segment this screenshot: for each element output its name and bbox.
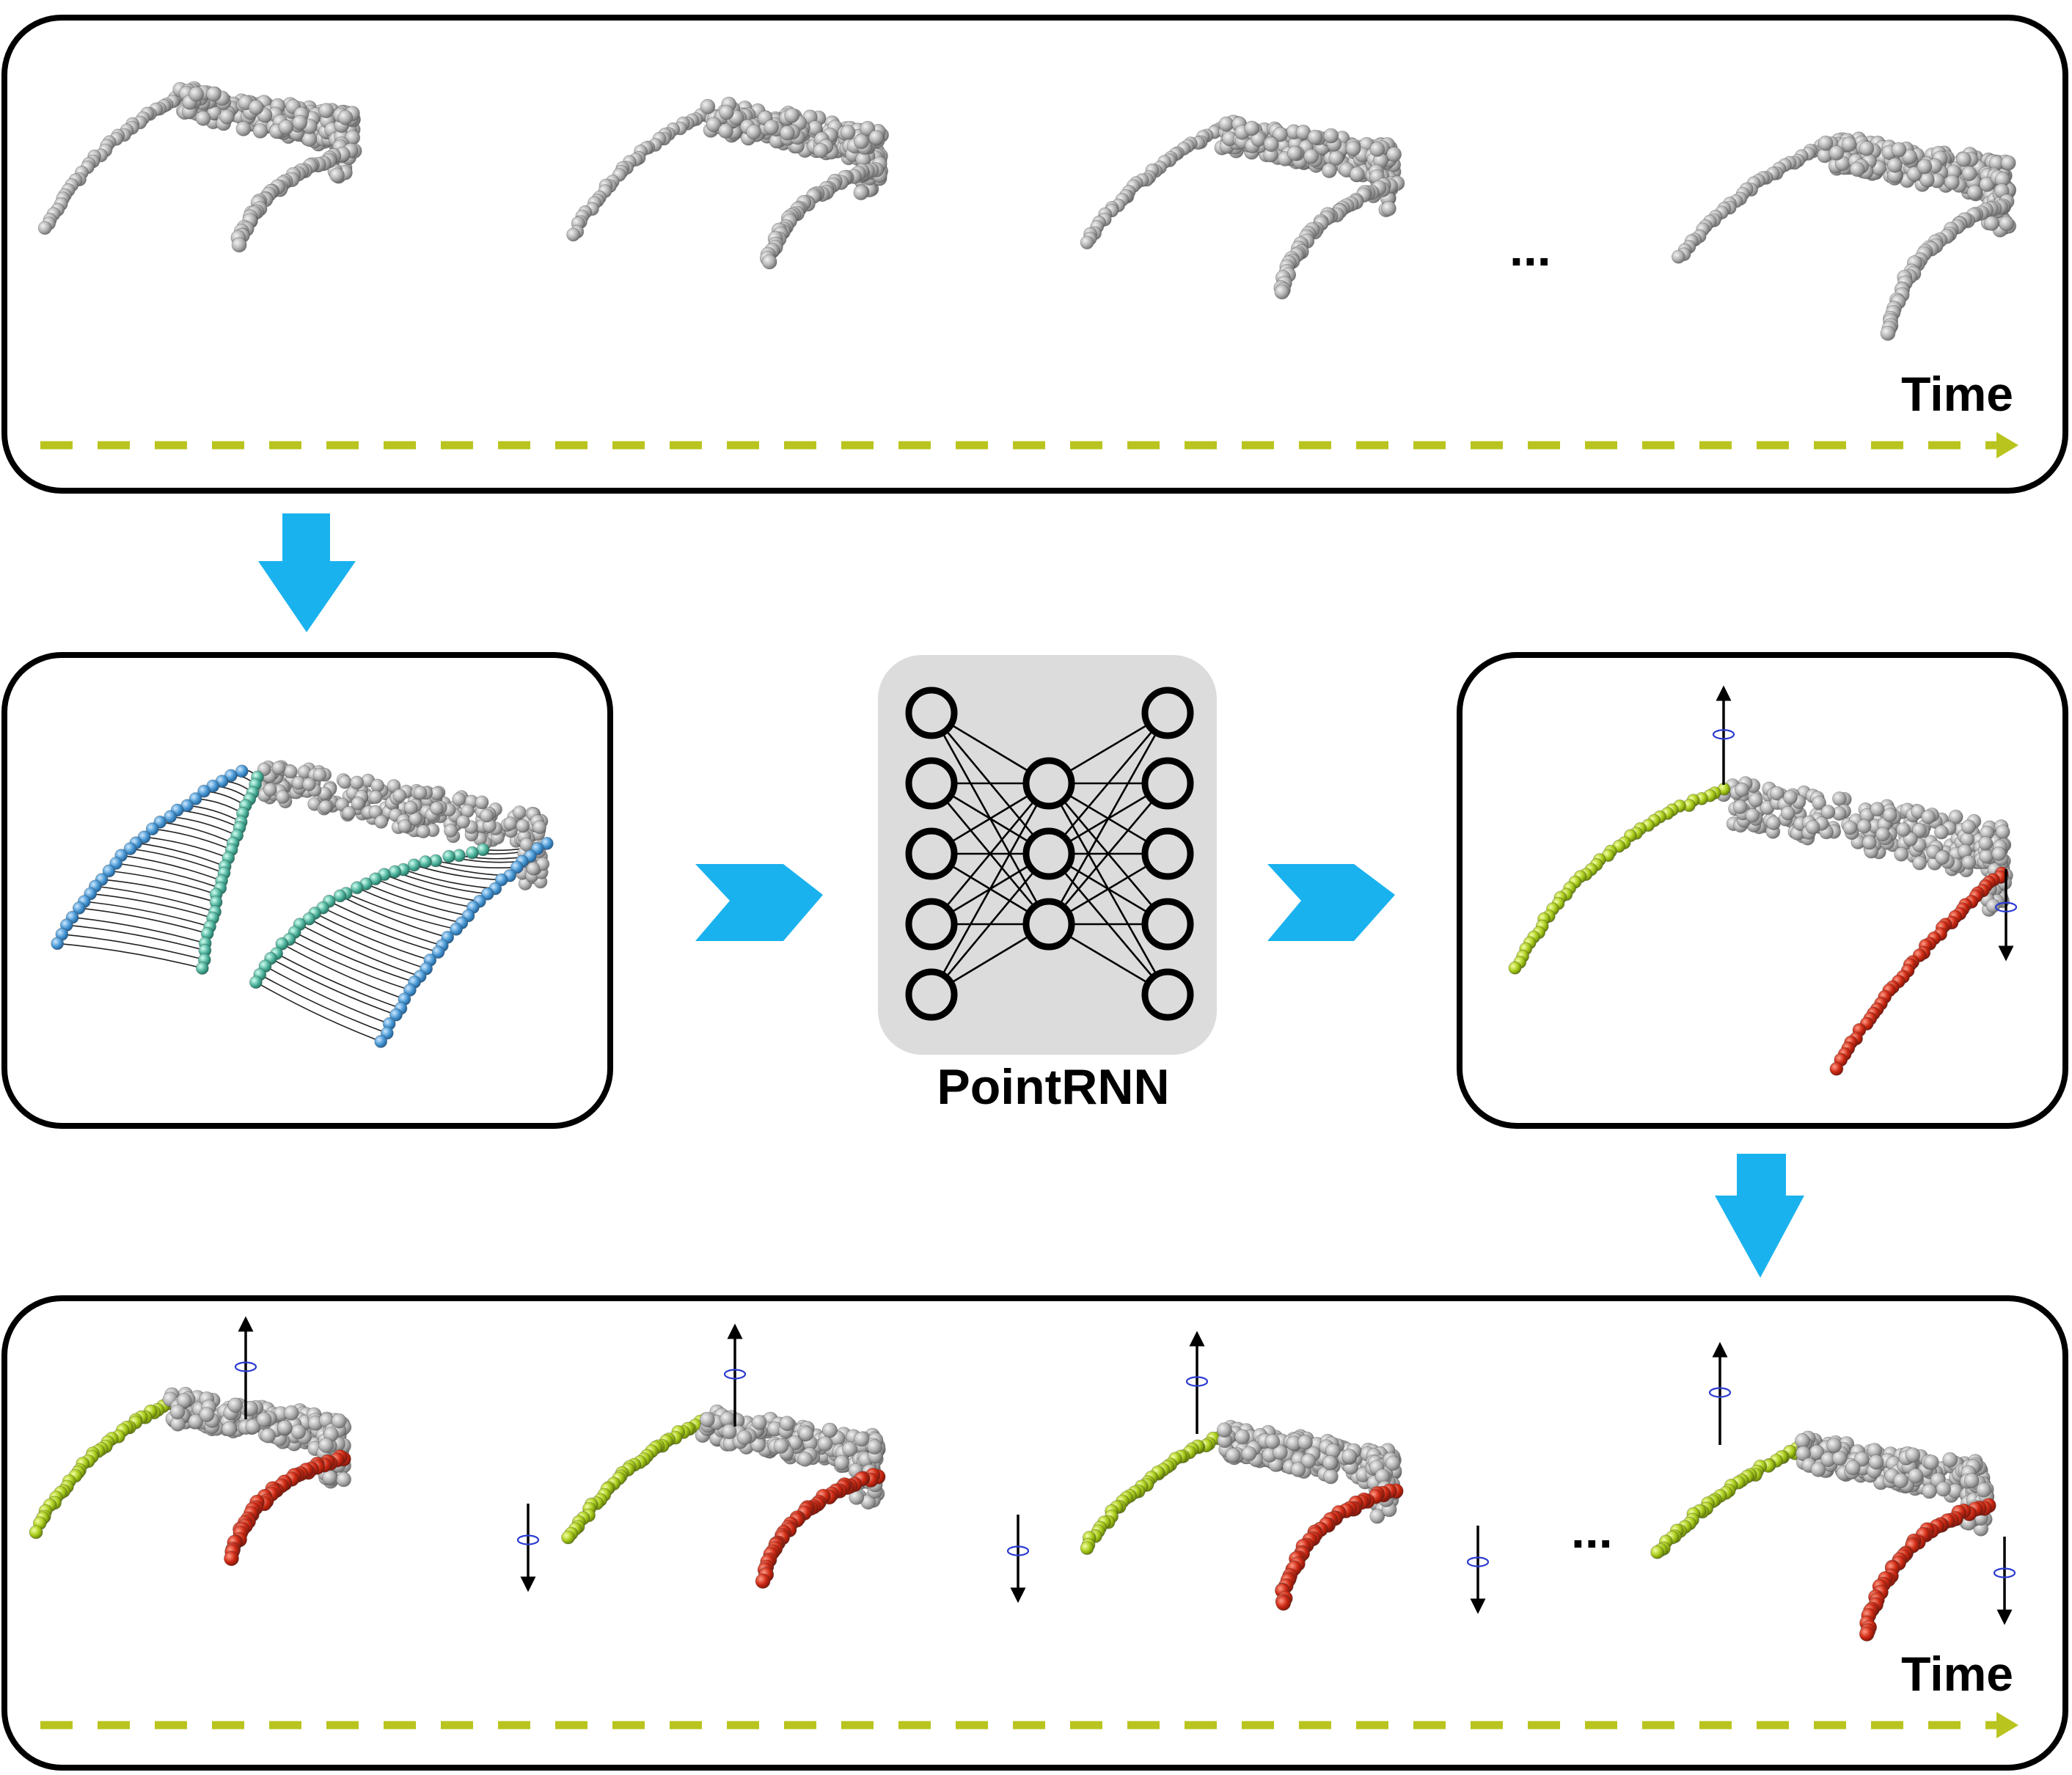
network-node: [1022, 898, 1075, 951]
network-node: [905, 687, 958, 739]
flow-arrow-down-right: [1715, 1154, 1804, 1278]
network-node: [1141, 827, 1194, 880]
network-node: [1141, 898, 1194, 951]
prediction-panel: [1457, 652, 2068, 1129]
bottom-frames: [29, 1316, 2016, 1642]
prediction-frame: [1508, 685, 2018, 1076]
top-frame-2: [566, 96, 889, 270]
network-node: [1141, 757, 1194, 810]
flow-arrow-right-2: [1267, 864, 1395, 941]
bottom-time-label: Time: [1901, 1647, 2013, 1701]
network-node: [905, 757, 958, 810]
bottom-panel: ... Time: [1, 1295, 2068, 1771]
network-label: PointRNN: [937, 1059, 1169, 1115]
bottom-frame-3: [1080, 1331, 1490, 1614]
correspondence-panel: [1, 652, 613, 1129]
prediction-panel-border: [1457, 652, 2068, 1129]
bottom-ellipsis: ...: [1571, 1503, 1613, 1559]
corr-left-blue: [51, 764, 249, 951]
corr-links-right: [255, 843, 547, 1042]
top-panel-border: [1, 15, 2068, 494]
flow-arrow-down-left: [258, 513, 356, 632]
bottom-frame-2: [561, 1323, 1030, 1603]
neural-network-icon: [905, 687, 1194, 1021]
top-frame-1: [37, 81, 362, 253]
pointrnn-network: PointRNN: [878, 655, 1217, 1115]
top-ellipsis: ...: [1509, 221, 1551, 277]
top-timeline-arrow: [40, 432, 2018, 458]
network-node: [1141, 687, 1194, 739]
flow-arrow-right-1: [695, 864, 823, 941]
bottom-frame-4: [1650, 1342, 2016, 1642]
corr-links-left: [57, 769, 258, 969]
corr-left-teal: [195, 770, 264, 975]
top-frame-3: [1080, 114, 1405, 300]
corr-body: [252, 760, 550, 890]
network-node: [1022, 827, 1075, 880]
corr-right-teal: [249, 843, 490, 989]
prediction-points: [1508, 685, 2018, 1076]
top-frames: [37, 81, 2017, 341]
corr-right-blue: [374, 837, 554, 1048]
bottom-timeline-arrow: [40, 1712, 2018, 1738]
correspondence-points: [51, 760, 554, 1048]
top-time-label: Time: [1901, 367, 2013, 421]
bottom-frame-1: [29, 1316, 540, 1592]
bottom-panel-border: [1, 1295, 2068, 1771]
network-node: [905, 827, 958, 880]
top-frame-4: [1671, 131, 2017, 341]
network-node: [905, 968, 958, 1021]
network-node: [1141, 968, 1194, 1021]
network-node: [905, 898, 958, 951]
correspondence-panel-border: [1, 652, 613, 1129]
top-panel: ... Time: [1, 15, 2068, 494]
network-node: [1022, 757, 1075, 810]
network-edges: [930, 711, 1169, 996]
